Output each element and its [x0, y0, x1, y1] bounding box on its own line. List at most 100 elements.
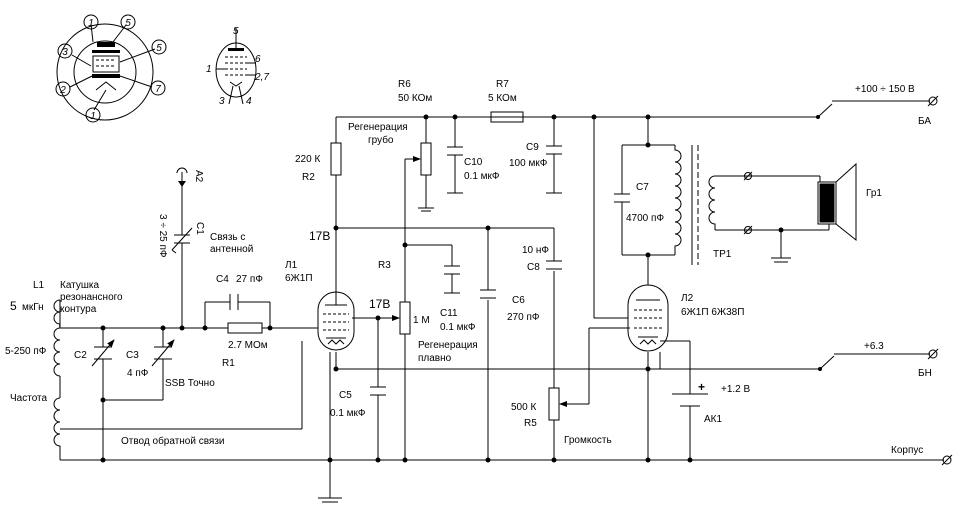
node-voltage-17v: 17В — [309, 229, 330, 243]
capacitor-c2 — [91, 339, 115, 367]
capacitor-c6 — [480, 289, 496, 299]
freq-label: Частота — [10, 393, 48, 404]
r2-value: 220 К — [295, 154, 320, 165]
pin-label: 3 — [219, 96, 225, 107]
speaker-gr1 — [817, 162, 857, 242]
c1-label: C1 — [194, 222, 205, 235]
pin-label: 1 — [88, 18, 94, 29]
capacitor-c9 — [546, 145, 562, 194]
potentiometer-r5 — [548, 387, 580, 421]
capacitor-c7 — [614, 193, 630, 203]
pin-label: 2,7 — [254, 72, 269, 83]
r6-value: 50 КОм — [398, 93, 432, 104]
r7-value: 5 КОм — [488, 93, 517, 104]
coil-description: резонансного — [60, 292, 123, 303]
c7-label: C7 — [636, 182, 649, 193]
antenna-coupling-label: Связь с — [210, 232, 245, 243]
labels: A2 3 ÷ 25 пФ C1 Связь с антенной L1 5 мк… — [5, 79, 932, 456]
c1-value-label: 3 ÷ 25 пФ — [157, 214, 168, 258]
r2-label: R2 — [302, 172, 315, 183]
pin-label: 5 — [156, 43, 162, 54]
switch-b-plus — [816, 100, 838, 119]
c4-label: C4 — [216, 274, 229, 285]
c10-label: C10 — [464, 157, 483, 168]
wiring — [60, 100, 944, 498]
r3-value: 1 М — [413, 315, 430, 326]
speaker-label: Гр1 — [866, 188, 882, 199]
pin-label: 7 — [155, 84, 161, 95]
pin-label: 1 — [206, 64, 212, 75]
tube-l1 — [317, 288, 355, 351]
volume-label: Громкость — [564, 435, 612, 446]
ground-symbol — [418, 207, 434, 212]
regen-coarse-label: грубо — [368, 134, 394, 146]
tube-l1-type: 6Ж1П — [285, 273, 313, 284]
l1-value: 5 — [10, 299, 17, 313]
resistor-r2 — [330, 142, 342, 176]
pin-label: 3 — [62, 47, 68, 58]
c6-value: 270 пФ — [507, 312, 540, 323]
terminal-ba — [927, 95, 939, 107]
transformer-tp1 — [674, 145, 753, 265]
capacitor-c4 — [229, 294, 239, 310]
capacitor-c3 — [151, 339, 175, 367]
r5-label: R5 — [524, 418, 537, 429]
tube-l1-label: Л1 — [285, 260, 298, 271]
chassis-label: Корпус — [891, 445, 923, 456]
capacitor-c8 — [546, 260, 562, 270]
tube-l2 — [627, 284, 669, 352]
battery-ak1 — [672, 393, 708, 407]
capacitor-c1 — [171, 227, 193, 254]
tube-pinout-large: 1 5 3 5 2 7 1 — [55, 14, 167, 123]
r1-value: 2.7 МОм — [228, 340, 268, 351]
feedback-tap-label: Отвод обратной связи — [121, 435, 225, 447]
potentiometer-r3 — [378, 301, 411, 335]
junction-dots — [100, 114, 784, 463]
battery-plus-sign: + — [698, 380, 705, 394]
supply-voltage-label: +100 ÷ 150 В — [855, 84, 915, 95]
capacitor-c5 — [370, 386, 386, 396]
tube-pinout-symbol: 5 1 6 2,7 3 4 — [206, 26, 269, 107]
r3-label: R3 — [378, 260, 391, 271]
c9-value: 100 мкФ — [509, 158, 548, 169]
antenna-label: A2 — [193, 170, 204, 183]
c2-label: C2 — [74, 350, 87, 361]
r7-label: R7 — [496, 79, 509, 90]
terminal-bn — [927, 348, 939, 360]
c5-label: C5 — [339, 390, 352, 401]
regen-fine-label: плавно — [418, 353, 452, 364]
c9-label: C9 — [526, 142, 539, 153]
resistor-r7 — [490, 111, 524, 123]
pin-label: 1 — [90, 111, 96, 122]
capacitor-c11 — [444, 265, 460, 294]
coil-description: контура — [60, 304, 97, 315]
switch-filament — [818, 353, 838, 371]
coil-l1 — [53, 299, 61, 460]
pin-label: 6 — [255, 54, 261, 65]
c2-range-label: 5-250 пФ — [5, 346, 47, 357]
c6-label: C6 — [512, 295, 525, 306]
coil-description: Катушка — [60, 280, 99, 291]
potentiometer-r6 — [405, 142, 432, 176]
ground-symbol — [318, 497, 342, 503]
c11-label: C11 — [440, 308, 458, 319]
pin-label: 4 — [246, 96, 252, 107]
terminal-korpus — [941, 454, 953, 466]
resistor-r1 — [227, 322, 263, 334]
ba-label: БА — [918, 116, 931, 127]
pin-label: 2 — [59, 85, 66, 96]
capacitor-c10 — [447, 146, 463, 194]
filament-voltage-label: +6.3 — [864, 341, 884, 352]
c7-value: 4700 пФ — [626, 213, 664, 224]
pin-label: 5 — [233, 26, 239, 37]
c5-value: 0.1 мкФ — [330, 408, 366, 419]
c11-value: 0.1 мкФ — [440, 322, 476, 333]
l1-unit: мкГн — [22, 302, 44, 313]
battery-label: АК1 — [704, 414, 722, 425]
battery-voltage-label: +1.2 В — [721, 384, 751, 395]
r5-value: 500 К — [511, 402, 536, 413]
antenna-coupling-label: антенной — [210, 244, 253, 255]
tube-l2-types: 6Ж1П 6Ж38П — [681, 307, 744, 318]
r1-label: R1 — [222, 358, 235, 369]
